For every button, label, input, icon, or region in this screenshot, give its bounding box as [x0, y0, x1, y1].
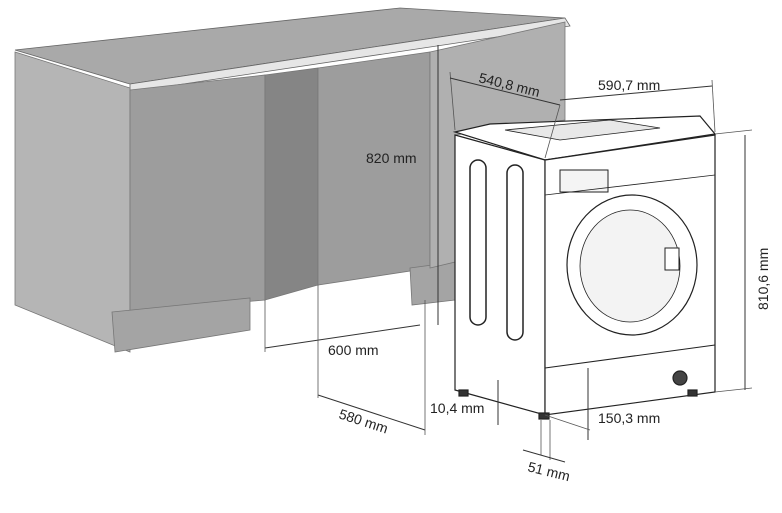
label-appliance-height: 810,6 mm	[755, 248, 771, 310]
door-glass	[579, 209, 681, 323]
kitchen-cabinets	[14, 7, 571, 353]
side-vent-1	[469, 159, 487, 326]
machine-side	[454, 134, 546, 416]
control-panel-line	[544, 174, 716, 196]
washing-machine	[452, 115, 717, 420]
filter-cap	[672, 370, 688, 386]
foot-front-right	[687, 389, 698, 397]
foot-side	[458, 389, 469, 397]
niche-back-wall	[264, 67, 319, 301]
dimension-lines	[264, 45, 753, 463]
left-cabinet-front	[129, 74, 266, 313]
label-plinth-height: 150,3 mm	[598, 410, 660, 426]
label-width-top: 590,7 mm	[598, 77, 660, 93]
side-vent-2	[506, 164, 524, 341]
label-foot-height: 10,4 mm	[430, 400, 484, 416]
label-niche-height: 820 mm	[366, 150, 417, 166]
machine-plinth-line	[544, 344, 716, 369]
detergent-drawer	[559, 169, 609, 193]
left-cabinet-side	[14, 51, 131, 353]
right-cabinet-front	[317, 51, 431, 286]
left-cabinet-plinth	[111, 297, 251, 353]
right-cabinet-plinth	[409, 261, 456, 306]
label-niche-width: 600 mm	[328, 342, 379, 358]
door-handle	[664, 247, 680, 271]
machine-top-recess	[504, 119, 661, 141]
